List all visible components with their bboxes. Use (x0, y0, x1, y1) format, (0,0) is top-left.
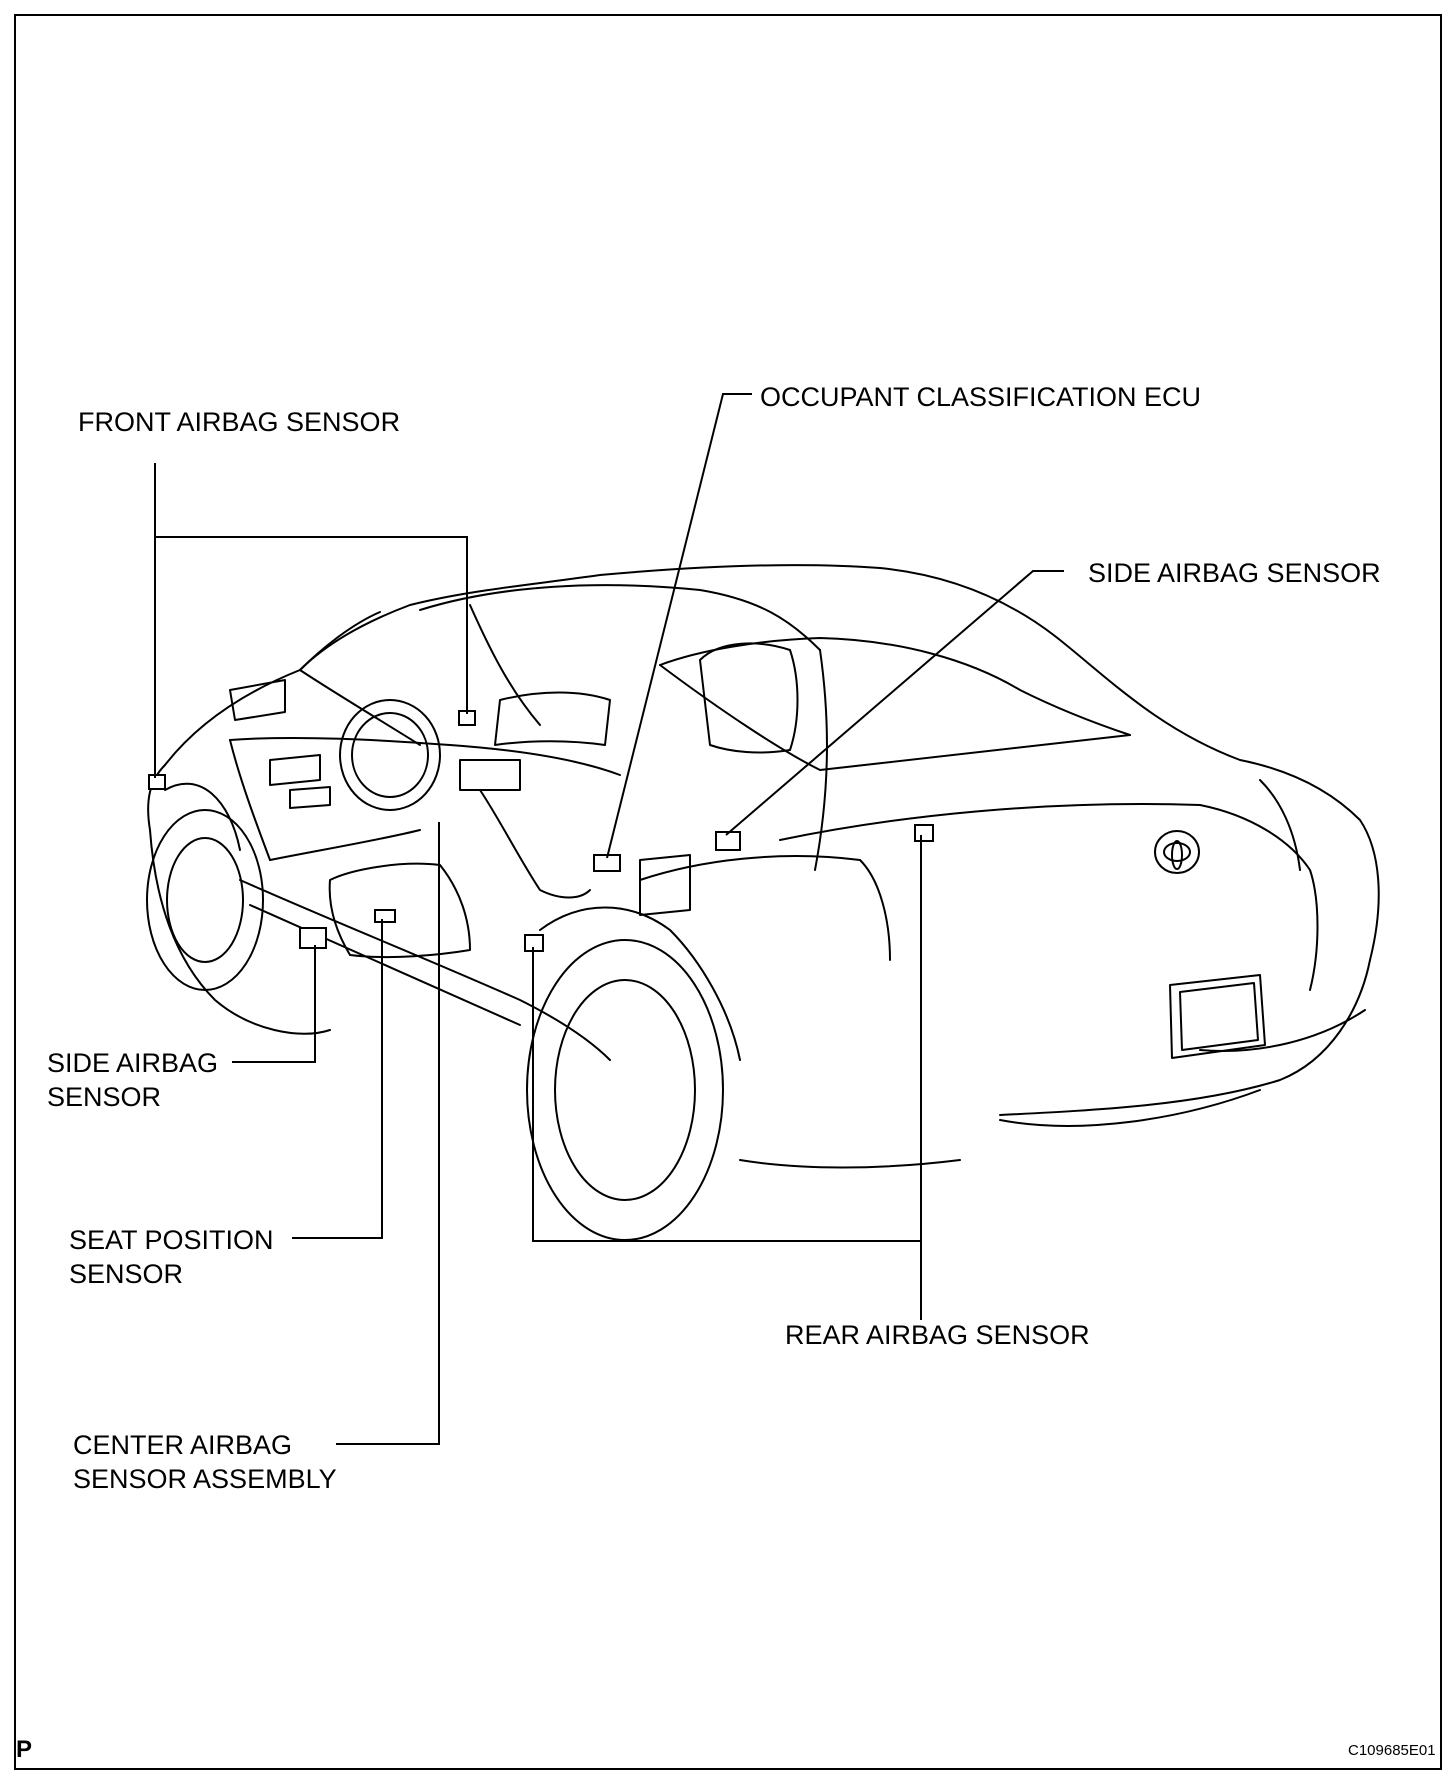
diagram-frame (14, 14, 1442, 1770)
figure-code: C109685E01 (1348, 1742, 1436, 1759)
seat-position-sensor-icon (374, 909, 396, 923)
label-side-airbag-line2: SENSOR (47, 1082, 162, 1112)
side-airbag-sensor-left-icon (299, 927, 327, 949)
label-seat-position-sensor: SEAT POSITION SENSOR (69, 1223, 274, 1291)
leader-side-airbag-left (232, 945, 316, 1063)
label-front-airbag-sensor: FRONT AIRBAG SENSOR (78, 407, 401, 437)
label-side-airbag-sensor-right: SIDE AIRBAG SENSOR (1088, 558, 1381, 588)
label-center-airbag-line2: SENSOR ASSEMBLY (73, 1464, 337, 1494)
label-seat-position-line2: SENSOR (69, 1259, 184, 1289)
front-airbag-sensor-left-icon (148, 774, 166, 790)
leader-occupant-ecu (606, 393, 752, 859)
label-center-airbag-sensor-assembly: CENTER AIRBAG SENSOR ASSEMBLY (73, 1428, 337, 1496)
leader-side-airbag-right (725, 570, 1064, 836)
label-rear-airbag-sensor: REAR AIRBAG SENSOR (785, 1320, 1090, 1350)
leader-rear-airbag (532, 835, 922, 1320)
leader-center-airbag (336, 822, 440, 1445)
label-side-airbag-sensor-left: SIDE AIRBAG SENSOR (47, 1046, 218, 1114)
label-side-airbag-line1: SIDE AIRBAG (47, 1048, 219, 1078)
leader-front-airbag (154, 463, 468, 778)
corner-letter: P (16, 1736, 33, 1763)
toyota-emblem-icon (1154, 830, 1200, 874)
label-center-airbag-line1: CENTER AIRBAG (73, 1430, 293, 1460)
label-occupant-classification-ecu: OCCUPANT CLASSIFICATION ECU (760, 382, 1202, 412)
car-body-outline (164, 564, 1380, 1116)
side-airbag-sensor-right-icon (715, 831, 741, 851)
rear-airbag-sensor-right-icon (914, 824, 934, 842)
label-seat-position-line1: SEAT POSITION (69, 1225, 274, 1255)
leader-seat-position (292, 919, 383, 1239)
